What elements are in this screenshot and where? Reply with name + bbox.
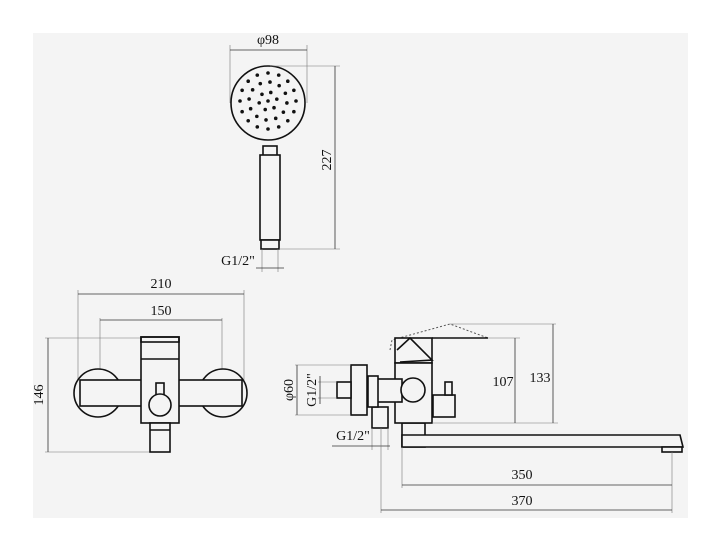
diverter-button: [432, 394, 456, 418]
spout: [401, 434, 685, 448]
spray-hole: [258, 81, 263, 86]
spray-hole: [285, 79, 290, 84]
shower-connector: [260, 239, 280, 250]
spray-holes: [238, 71, 298, 131]
spray-hole: [238, 99, 242, 103]
center-distance-label: 150: [151, 304, 172, 319]
spray-hole: [248, 106, 253, 111]
spray-hole: [255, 125, 260, 129]
side-diverter-knob: [400, 377, 426, 403]
spray-hole: [268, 80, 272, 84]
spray-hole: [294, 99, 298, 103]
spray-hole: [266, 99, 270, 103]
spray-hole: [285, 118, 290, 123]
hand-shower-diameter-label: φ98: [257, 33, 279, 48]
hand-shower-length-label: 227: [320, 150, 335, 171]
wall-flange: [350, 364, 368, 416]
spray-hole: [281, 110, 286, 114]
spray-hole: [263, 107, 268, 112]
outlet-connector: [371, 406, 389, 429]
spray-hole: [264, 118, 268, 122]
spray-hole: [266, 71, 270, 75]
spray-hole: [266, 127, 270, 131]
spray-hole: [272, 105, 276, 110]
inlet-stub: [336, 381, 352, 399]
spray-hole: [285, 101, 289, 105]
spray-hole: [247, 97, 251, 101]
flange-diameter-label: φ60: [282, 379, 297, 401]
shower-outlet: [149, 422, 171, 453]
spray-hole: [277, 83, 281, 88]
spray-hole: [276, 73, 281, 77]
front-view: 210 150 146: [32, 277, 248, 453]
spray-hole: [255, 114, 259, 119]
spray-hole: [257, 101, 261, 105]
body-height-label: 107: [493, 375, 514, 390]
spray-hole: [275, 97, 279, 101]
total-height-label: 133: [530, 371, 551, 386]
lever-open-position: [389, 323, 489, 351]
side-view: φ60 G1/2" G1/2" 107 133 350 370: [282, 323, 685, 513]
spray-hole: [260, 92, 264, 97]
spray-hole: [276, 125, 281, 129]
spray-hole: [240, 88, 244, 93]
spray-hole: [246, 79, 251, 84]
spray-hole: [250, 88, 255, 92]
diverter-knob: [148, 393, 172, 417]
outlet-thread-label: G1/2": [336, 429, 370, 444]
spout-reach-label: 350: [512, 468, 533, 483]
diverter-pin: [444, 381, 453, 396]
spray-hole: [283, 91, 288, 96]
spray-hole: [240, 109, 244, 114]
hand-shower-thread-label: G1/2": [221, 254, 255, 269]
overall-width-label: 210: [151, 277, 172, 292]
aerator: [661, 446, 683, 453]
spray-hole: [273, 116, 278, 121]
union-nut: [367, 375, 379, 408]
shower-handle: [259, 154, 281, 241]
spray-hole: [246, 118, 251, 123]
spray-hole: [255, 73, 260, 77]
spray-hole: [292, 88, 296, 93]
overall-length-label: 370: [512, 494, 533, 509]
height-label: 146: [32, 385, 47, 406]
spray-hole: [292, 109, 296, 114]
hand-shower: φ98 227 G1/2": [221, 33, 340, 272]
spray-hole: [268, 90, 273, 95]
inlet-thread-label: G1/2": [305, 373, 320, 407]
